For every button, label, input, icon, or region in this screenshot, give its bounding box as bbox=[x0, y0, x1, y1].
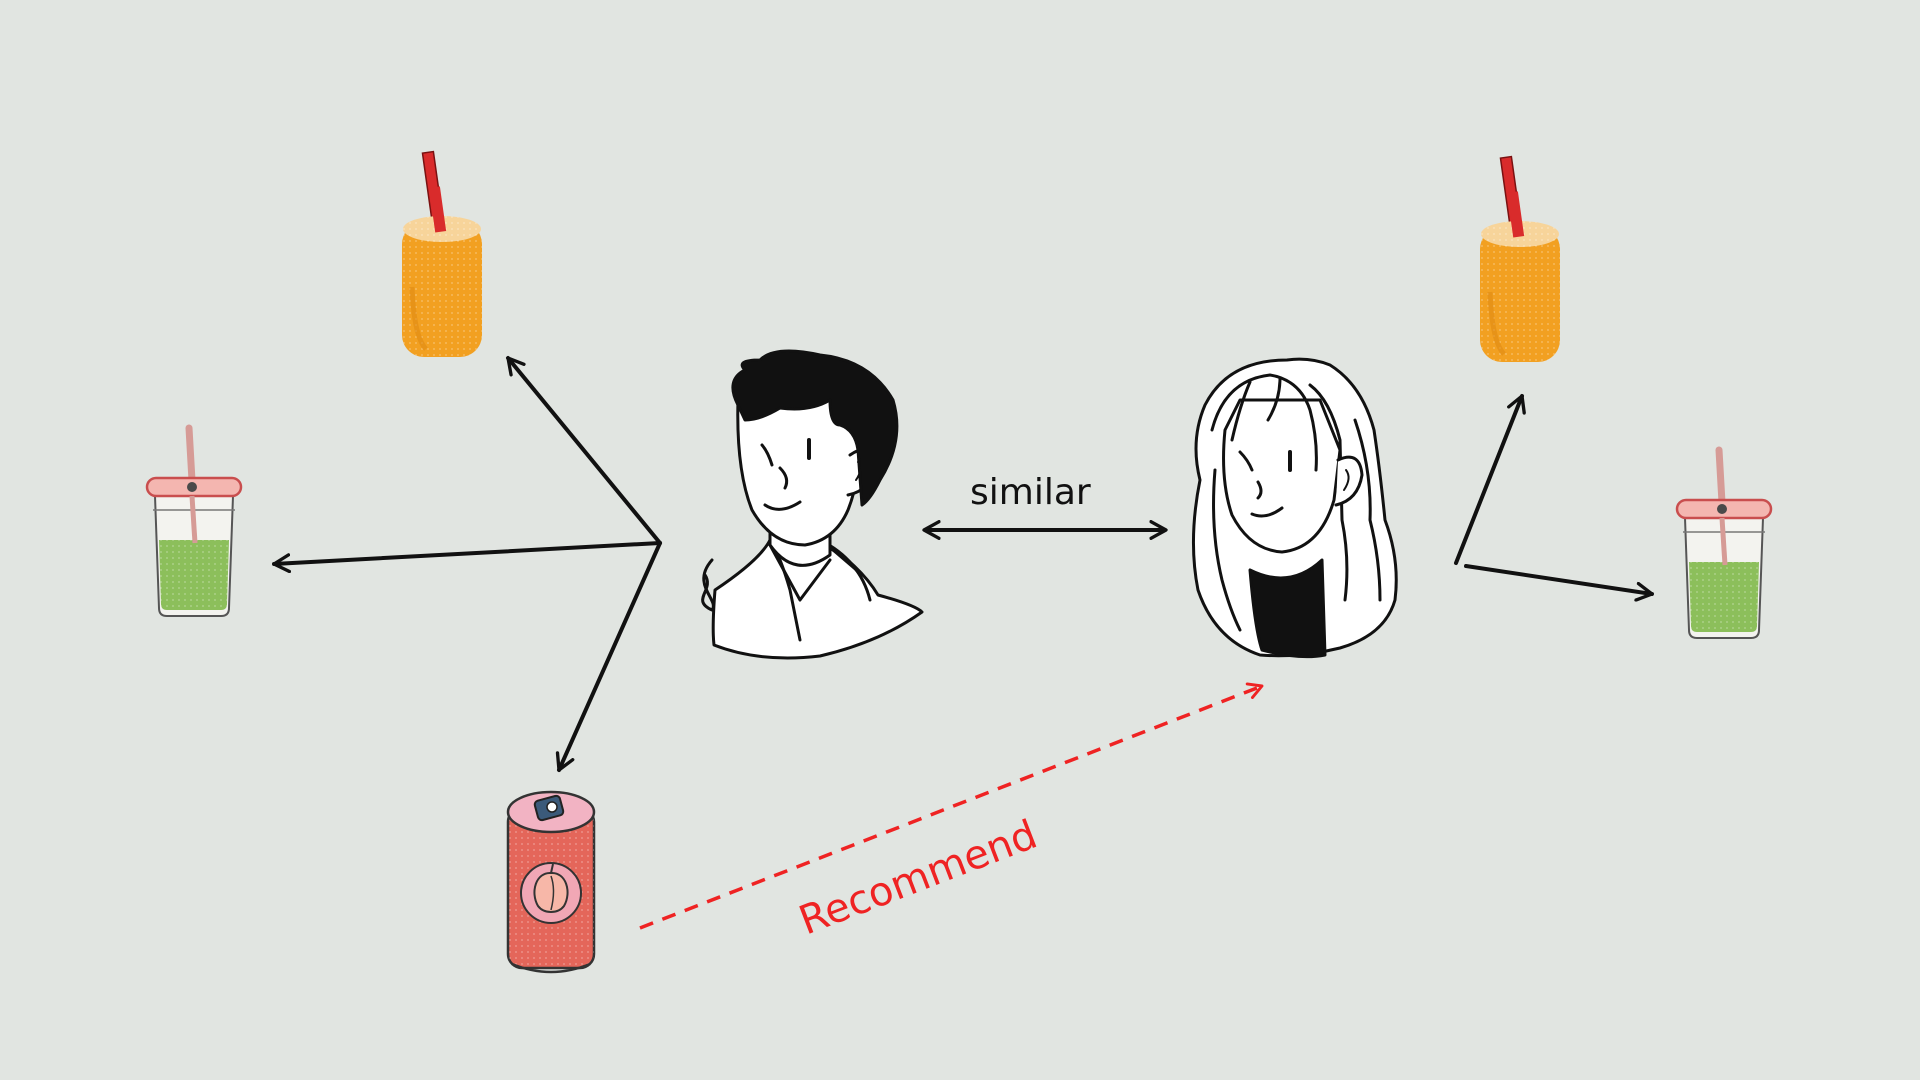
man-avatar-icon bbox=[701, 349, 924, 660]
recommend-arrow bbox=[639, 682, 1264, 930]
arrow-to-orange-juice-b bbox=[1454, 394, 1526, 565]
arrow-to-green-smoothie bbox=[272, 541, 662, 574]
orange-juice-icon bbox=[402, 152, 482, 357]
arrow-to-orange-juice bbox=[506, 356, 662, 545]
green-smoothie-icon bbox=[147, 428, 241, 616]
green-smoothie-icon bbox=[1677, 450, 1771, 638]
arrow-to-green-smoothie-b bbox=[1464, 564, 1654, 602]
similar-label: similar bbox=[970, 472, 1091, 513]
recommend-label: Recommend bbox=[793, 812, 1043, 945]
woman-avatar-icon bbox=[1191, 357, 1398, 659]
user-a-interaction-arrows bbox=[272, 356, 662, 772]
arrow-to-peach-can bbox=[555, 541, 662, 772]
orange-juice-icon bbox=[1480, 157, 1560, 362]
peach-soda-can-icon bbox=[506, 790, 596, 974]
user-b-interaction-arrows bbox=[1454, 394, 1654, 602]
